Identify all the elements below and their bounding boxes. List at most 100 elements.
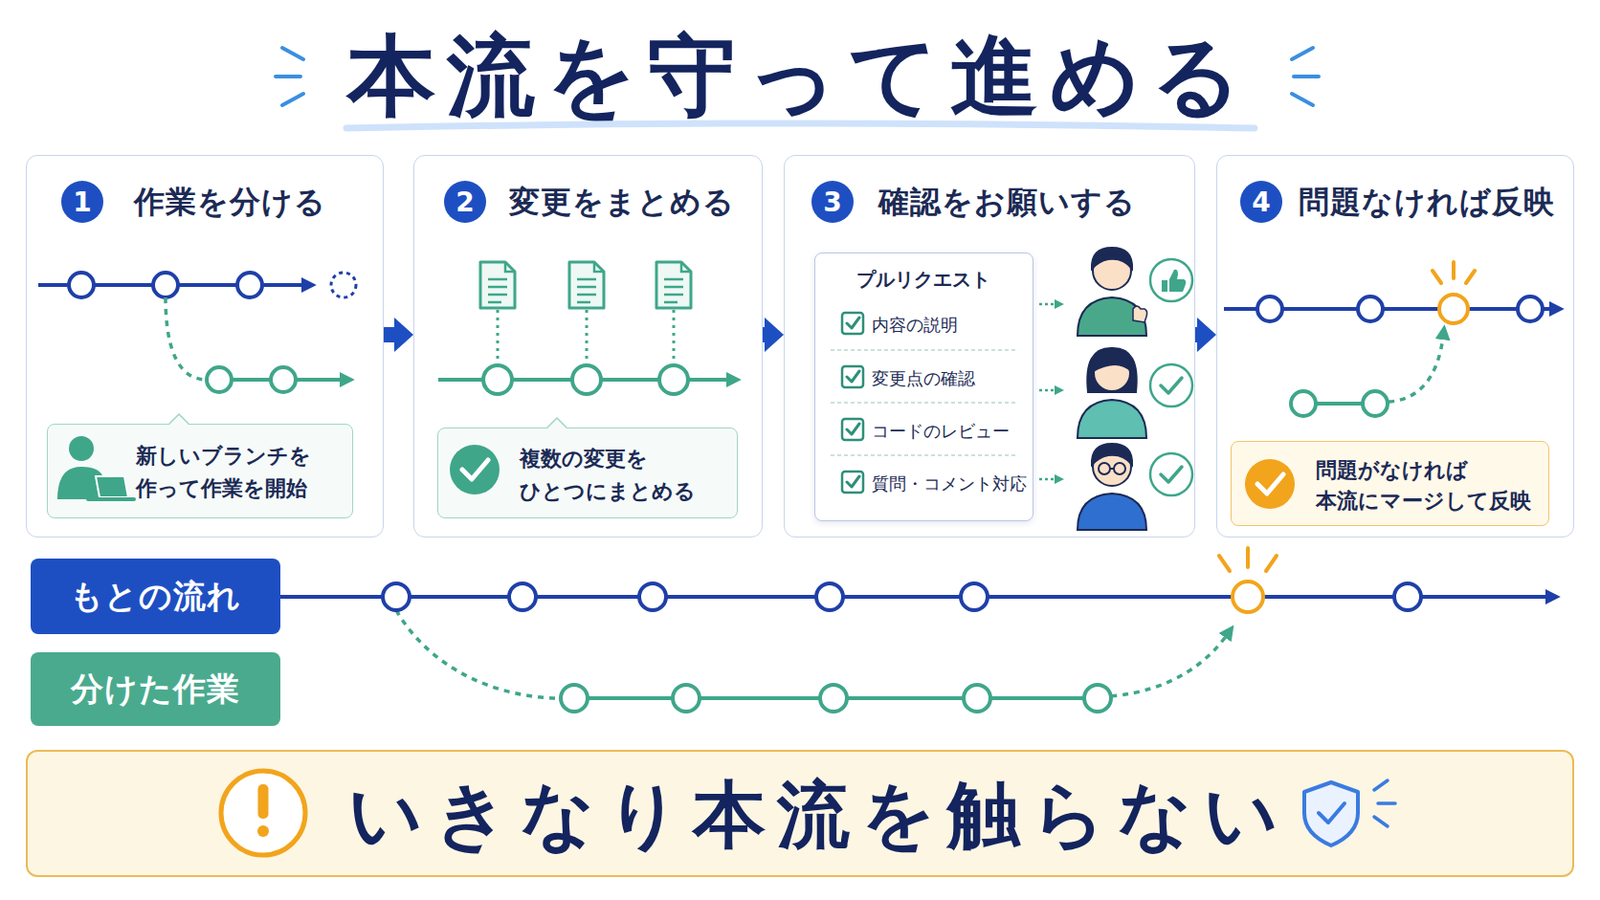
timeline (1219, 548, 1277, 572)
warning-icon (221, 771, 306, 856)
warning-icon (221, 771, 306, 856)
panel-heading: 作業を分ける (133, 182, 374, 222)
commit-illustration (659, 365, 689, 395)
reviewer-icon (1093, 355, 1131, 392)
reviewer-icon (1092, 447, 1132, 487)
step-panel: 問題なければ反映 4 問題がなければ 本流にマージして反映 (1216, 155, 1575, 538)
badge-circle (61, 180, 104, 223)
feedback-bubble (1150, 259, 1193, 496)
track-label-text: もとの流れ (30, 558, 281, 635)
badge-circle (811, 180, 854, 223)
card-item: 内容の説明 (871, 312, 1033, 338)
timeline (963, 685, 991, 712)
checkbox-icon (846, 317, 860, 488)
review-arrow (1039, 478, 1057, 482)
check-icon (1244, 459, 1295, 510)
checkbox-icon (842, 366, 864, 388)
check-icon (1257, 474, 1284, 494)
feedback-bubble (1150, 364, 1193, 407)
shield-icon (1318, 803, 1345, 823)
branch-illustration (153, 272, 178, 298)
person-laptop-icon (68, 436, 94, 462)
timeline (820, 685, 847, 712)
merge-illustration (1223, 307, 1553, 312)
timeline (1394, 583, 1422, 611)
timeline (1084, 685, 1112, 712)
track-label: もとの流れ (30, 558, 281, 635)
step-panel: 変更をまとめる2複数の変更を ひとつにまとめる (413, 155, 763, 538)
timeline (816, 583, 844, 611)
step-number-text: 4 (1239, 179, 1284, 224)
flow-arrow (1195, 327, 1200, 343)
branch-illustration (68, 272, 94, 298)
timeline (639, 583, 667, 611)
step-panel: 確認をお願いする3プルリクエスト内容の説明変更点の確認コードのレビュー質問・コメ… (783, 155, 1196, 538)
person-laptop-icon (57, 466, 104, 500)
branch-illustration (219, 377, 343, 382)
commit-illustration (480, 262, 515, 309)
branch-illustration (165, 297, 207, 380)
panel-heading: 変更をまとめる (509, 182, 754, 222)
merge-illustration (1432, 262, 1475, 284)
reviewer-icon (1077, 348, 1147, 439)
feedback-bubble (1150, 259, 1193, 302)
merge-illustration (1362, 391, 1388, 417)
person-laptop-icon (57, 436, 134, 500)
reviewer-icon (1077, 247, 1148, 336)
check-icon (449, 444, 500, 495)
note-callout: 新しいブランチを 作って作業を開始 (46, 423, 354, 519)
shield-icon (1304, 780, 1396, 846)
commit-illustration (497, 310, 674, 364)
shield-icon (1304, 782, 1358, 846)
banner-text: いきなり本流を触らない (348, 772, 1545, 859)
branch-illustration (206, 367, 232, 393)
warning-icon (257, 825, 269, 838)
timeline (280, 548, 1549, 712)
timeline (509, 583, 536, 611)
timeline (382, 583, 410, 611)
panel-heading: 問題なければ反映 (1298, 182, 1572, 222)
check-icon (1244, 459, 1295, 510)
reviewer-icon (1133, 306, 1148, 323)
checkbox-icon (842, 471, 864, 493)
commit-illustration (656, 262, 691, 309)
page-title: 本流を守って進める (0, 23, 1600, 130)
track-label: 分けた作業 (30, 652, 281, 727)
merge-illustration (1357, 296, 1383, 322)
checkbox-icon (842, 312, 864, 493)
merge-illustration (1257, 296, 1283, 322)
reviewer-icon (1092, 352, 1132, 372)
callout-text: 複数の変更を ひとつにまとめる (519, 443, 731, 509)
title-rays (275, 47, 304, 106)
merge-illustration (1223, 262, 1553, 417)
badge-circle (444, 180, 487, 223)
review-arrow (1039, 304, 1057, 480)
callout-pointer (547, 418, 567, 429)
timeline (560, 685, 588, 712)
branch-illustration (38, 272, 356, 393)
timeline (396, 610, 561, 699)
panel-heading: 確認をお願いする (878, 182, 1166, 222)
shield-icon (1374, 780, 1396, 827)
callout-pointer (169, 414, 189, 424)
step-number-text: 1 (60, 179, 105, 224)
note-callout: 問題がなければ 本流にマージして反映 (1230, 441, 1550, 527)
callout-pointer (547, 418, 567, 428)
step-panel: 作業を分ける 1 新しいブランチを 作って作業を開始 (25, 155, 384, 538)
callout-text: 新しいブランチを 作って作業を開始 (135, 440, 342, 506)
flow-arrow (383, 327, 397, 343)
feedback-bubble (1161, 269, 1186, 292)
timeline (1232, 581, 1264, 613)
note-callout: 複数の変更を ひとつにまとめる (437, 427, 738, 519)
callout-pointer (547, 418, 567, 429)
timeline (574, 696, 1098, 701)
commit-illustration (572, 365, 601, 395)
reviewer-icon (1091, 247, 1133, 269)
reviewer-icon (1113, 463, 1126, 475)
timeline (672, 685, 700, 712)
timeline (1111, 635, 1227, 697)
checklist-divider (830, 350, 1017, 456)
pull-request-card: プルリクエスト内容の説明変更点の確認コードのレビュー質問・コメント対応 (814, 252, 1034, 522)
